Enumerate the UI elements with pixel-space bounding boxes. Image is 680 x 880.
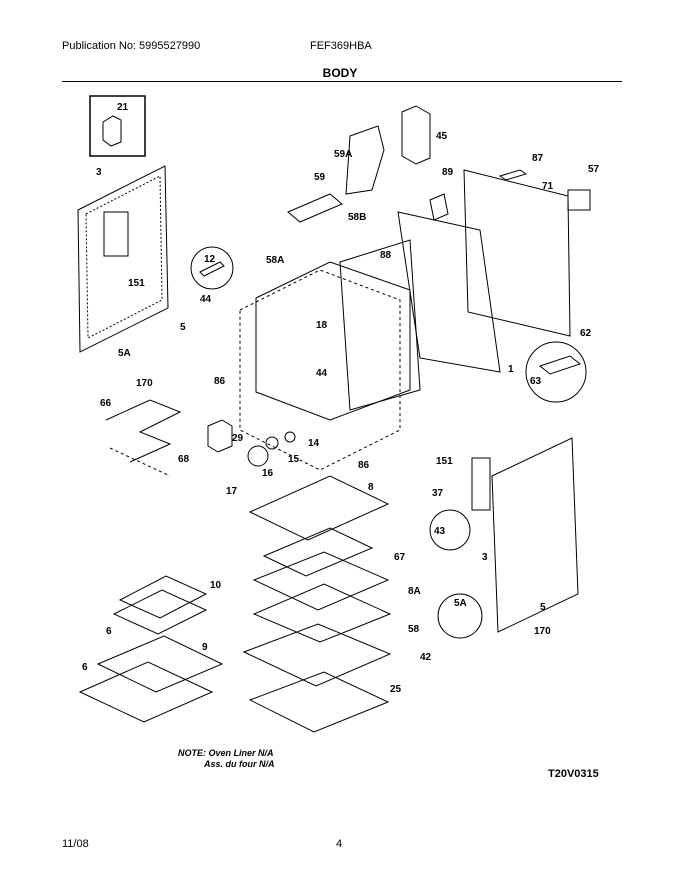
oven-bottom-8 (248, 475, 390, 541)
callout-label: 43 (434, 526, 446, 537)
callout-label: 151 (128, 278, 145, 289)
part-59a (345, 125, 385, 195)
callout-label: 17 (226, 486, 238, 497)
callout-label: 21 (117, 102, 129, 113)
broil-pan-insert-10 (118, 575, 208, 619)
callout-label: 5 (180, 322, 186, 333)
publication-number: Publication No: 5995527990 (62, 40, 201, 52)
bake-element (105, 399, 182, 463)
callout-label: 88 (380, 250, 392, 261)
broil-pan-9 (112, 589, 208, 635)
broil-element-67 (262, 527, 374, 577)
part-16 (247, 445, 269, 467)
back-panel-88 (397, 211, 501, 373)
part-151-left (103, 211, 129, 257)
callout-label: 1 (508, 364, 514, 375)
callout-label: 89 (442, 167, 454, 178)
callout-label: 6 (82, 662, 88, 673)
callout-label: 62 (580, 328, 592, 339)
callout-label: 8A (408, 586, 421, 597)
part-59 (287, 193, 343, 223)
callout-label: 57 (588, 164, 600, 175)
callout-label: 66 (100, 398, 112, 409)
page-number: 4 (336, 838, 343, 850)
callout-label: 3 (96, 167, 102, 178)
callout-label: 67 (394, 552, 406, 563)
part-57 (567, 189, 591, 211)
callout-label: 5A (454, 598, 467, 609)
callout-label: 58 (408, 624, 420, 635)
callout-label: 71 (542, 181, 554, 192)
callout-label: 87 (532, 153, 544, 164)
side-panel-left (77, 165, 169, 353)
callout-circle-43 (429, 509, 471, 551)
callout-label: 86 (214, 376, 226, 387)
callout-label: 10 (210, 580, 222, 591)
diagram-code: T20V0315 (548, 768, 599, 780)
callout-label: 68 (178, 454, 190, 465)
insulation-58a (255, 261, 411, 421)
callout-label: 59A (334, 149, 352, 160)
callout-label: 16 (262, 468, 274, 479)
part-21-box (89, 95, 146, 157)
callout-label: 6 (106, 626, 112, 637)
callout-label: 29 (232, 433, 244, 444)
insulation-58 (252, 583, 392, 643)
door-right (491, 437, 579, 633)
callout-label: 15 (288, 454, 300, 465)
part-151-right (471, 457, 491, 511)
callout-label: 58B (348, 212, 366, 223)
rear-cover-71 (463, 169, 571, 337)
part-89 (429, 193, 449, 221)
note-oven-liner: NOTE: Oven Liner N/A (178, 748, 274, 758)
footer-date: 11/08 (62, 838, 89, 850)
oven-rack-lower (78, 661, 214, 723)
oven-rack-upper (96, 635, 224, 693)
callout-label: 170 (534, 626, 551, 637)
callout-label: 5 (540, 602, 546, 613)
note-oven-liner-fr: Ass. du four N/A (204, 759, 275, 769)
callout-label: 14 (308, 438, 320, 449)
part-21-bracket (102, 115, 122, 147)
callout-circle-5a (437, 593, 483, 639)
insulation-58b (339, 239, 421, 411)
callout-label: 44 (200, 294, 212, 305)
callout-circle-12 (190, 246, 234, 290)
callout-label: 42 (420, 652, 432, 663)
model-number: FEF369HBA (310, 40, 372, 52)
callout-label: 25 (390, 684, 402, 695)
callout-label: 37 (432, 488, 444, 499)
callout-label: 18 (316, 320, 328, 331)
bottom-panel-42 (242, 623, 392, 687)
part-45 (401, 105, 431, 165)
callout-label: 151 (436, 456, 453, 467)
callout-label: 3 (482, 552, 488, 563)
part-8a (252, 551, 390, 611)
callout-label: 12 (204, 254, 216, 265)
callout-label: 9 (202, 642, 208, 653)
part-29 (207, 419, 233, 453)
callout-label: 8 (368, 482, 374, 493)
callout-label: 45 (436, 131, 448, 142)
part-14 (284, 431, 296, 443)
callout-circle-62 (525, 341, 587, 403)
callout-label: 86 (358, 460, 370, 471)
part-87 (498, 169, 528, 181)
callout-label: 63 (530, 376, 542, 387)
callout-label: 44 (316, 368, 328, 379)
callout-label: 170 (136, 378, 153, 389)
part-15 (265, 436, 279, 450)
bottom-cover-25 (248, 671, 390, 733)
header-rule (62, 81, 622, 82)
callout-label: 5A (118, 348, 131, 359)
callout-label: 59 (314, 172, 326, 183)
section-title: BODY (322, 66, 358, 80)
callout-label: 58A (266, 255, 284, 266)
